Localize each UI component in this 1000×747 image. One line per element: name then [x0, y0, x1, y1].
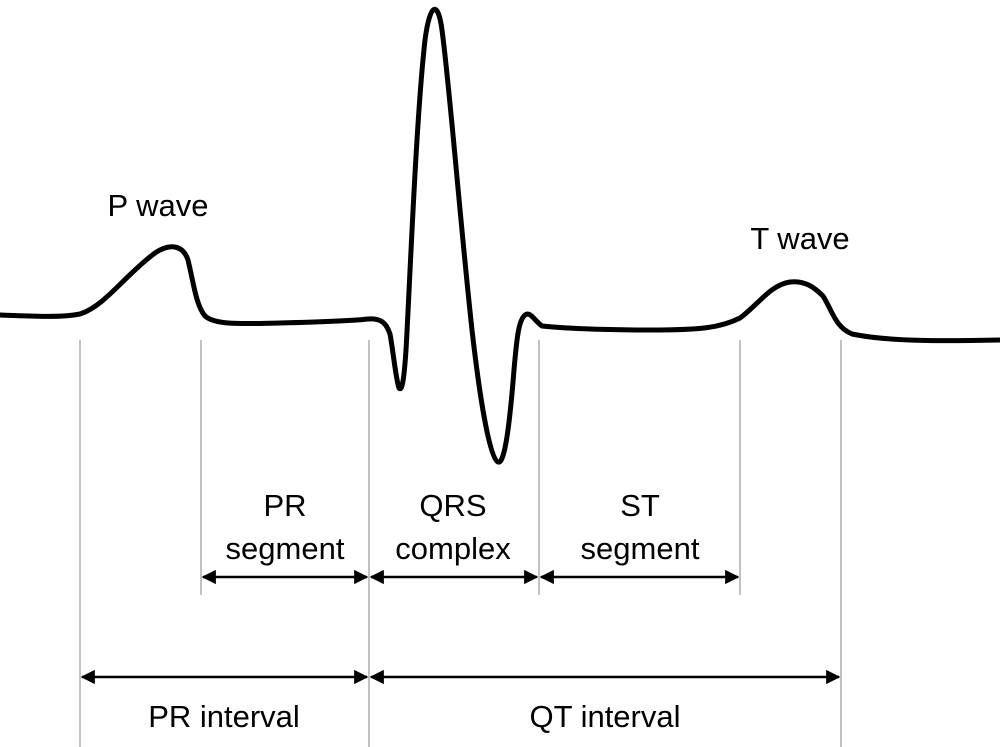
t-wave-label: T wave — [750, 221, 849, 256]
p-wave-label: P wave — [107, 188, 208, 223]
pr-interval-label: PR interval — [148, 699, 300, 734]
st-segment-label-line2: segment — [581, 531, 700, 566]
qt-interval-label: QT interval — [529, 699, 680, 734]
pr-segment-label-line1: PR — [263, 488, 306, 523]
pr-segment-label-line2: segment — [226, 531, 345, 566]
st-segment-label-line1: ST — [620, 488, 660, 523]
qrs-complex-label-line1: QRS — [419, 488, 486, 523]
guide-lines — [79, 340, 842, 747]
qrs-complex-label-line2: complex — [395, 531, 511, 566]
ecg-trace — [0, 6, 1000, 465]
